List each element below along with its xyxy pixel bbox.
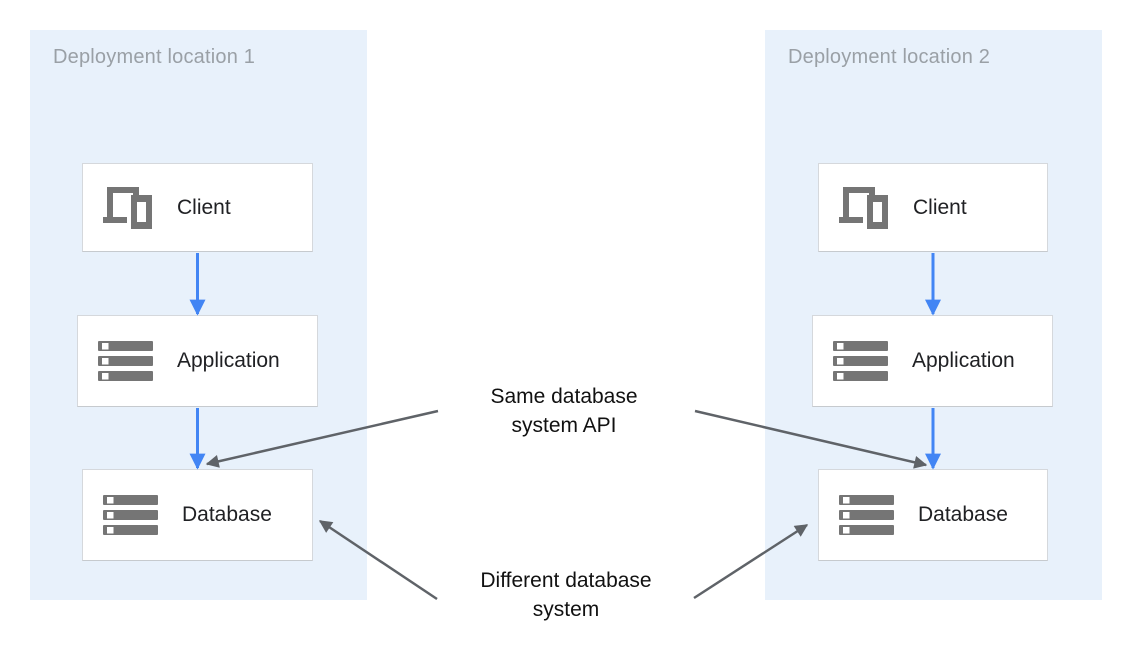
panel-title: Deployment location 1 bbox=[53, 46, 256, 68]
client-node: Client bbox=[818, 163, 1048, 252]
storage-icon bbox=[839, 494, 894, 535]
annotation-line: Different database bbox=[480, 569, 652, 592]
devices-icon bbox=[839, 186, 888, 229]
application-node: Application bbox=[812, 315, 1053, 407]
client-node: Client bbox=[82, 163, 313, 252]
same-database-annotation: Same database system API bbox=[454, 382, 674, 440]
storage-icon bbox=[98, 340, 153, 381]
node-label: Application bbox=[177, 349, 280, 372]
database-node: Database bbox=[818, 469, 1048, 561]
application-node: Application bbox=[77, 315, 318, 407]
storage-icon bbox=[103, 494, 158, 535]
storage-icon bbox=[833, 340, 888, 381]
node-label: Database bbox=[918, 503, 1008, 526]
node-label: Application bbox=[912, 349, 1015, 372]
different-database-annotation: Different database system bbox=[456, 566, 676, 624]
annotation-line: Same database bbox=[490, 385, 638, 408]
node-label: Client bbox=[177, 195, 231, 219]
annotation-line: system API bbox=[511, 414, 617, 437]
annotation-line: system bbox=[532, 598, 600, 621]
node-label: Database bbox=[182, 503, 272, 526]
devices-icon bbox=[103, 186, 152, 229]
node-label: Client bbox=[913, 195, 967, 219]
database-node: Database bbox=[82, 469, 313, 561]
panel-title: Deployment location 2 bbox=[788, 46, 991, 68]
